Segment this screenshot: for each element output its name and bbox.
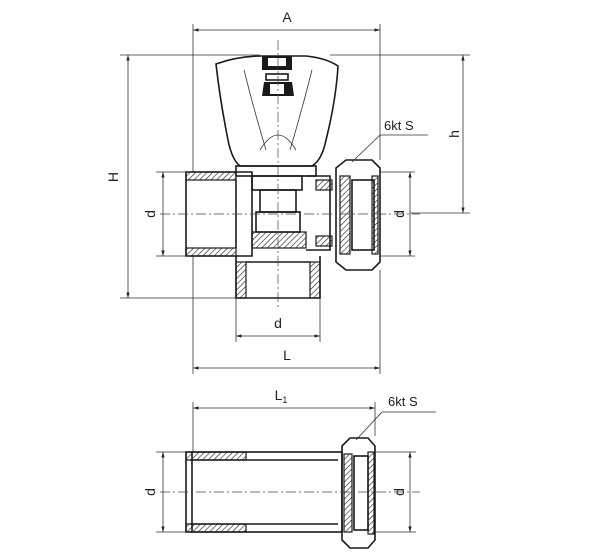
handle-contour [243, 69, 267, 151]
label-A: A [282, 9, 292, 25]
inlet-thread-top [185, 171, 237, 181]
handle-screw [265, 73, 289, 81]
label-L: L [283, 347, 291, 363]
valve-handle [215, 55, 339, 167]
label-wrench-bottom: 6kt S [388, 394, 418, 409]
valve-seat [251, 231, 307, 249]
label-H: H [105, 172, 121, 182]
tailpiece-thread-bottom [185, 523, 247, 533]
label-d-bottom: d [274, 315, 282, 331]
leader-line [355, 411, 383, 441]
handle-contour [289, 69, 313, 151]
bonnet-nut [251, 175, 303, 191]
union-tailpiece-view: L1 6kt S d d [142, 387, 436, 549]
union-nut [335, 159, 381, 271]
union-nut-bore [351, 179, 375, 251]
bottom-thread-right [309, 261, 321, 299]
bottom-thread-left [235, 261, 247, 299]
handle-insert-inset [270, 84, 284, 94]
label-wrench-top: 6kt S [384, 118, 414, 133]
tailpiece-nut-wall [367, 451, 375, 535]
tailpiece-nut-bore [353, 455, 369, 531]
tailpiece-nut-section [343, 453, 353, 533]
outlet-wall-bottom [315, 235, 333, 247]
label-L1: L1 [275, 387, 288, 405]
tailpiece-union-nut [341, 437, 376, 549]
union-nut-wall [371, 175, 379, 255]
label-d-right: d [391, 210, 407, 218]
handle-base [235, 165, 317, 177]
label-d-lower-right: d [391, 488, 407, 496]
label-d-lower-left: d [142, 488, 158, 496]
tailpiece-thread-top [185, 451, 247, 461]
inlet-thread-bottom [185, 247, 237, 257]
label-d-left: d [142, 210, 158, 218]
angle-valve-view: A H h [105, 9, 470, 374]
label-h: h [446, 130, 462, 138]
leader-line [351, 134, 381, 163]
outlet-wall-top [315, 179, 333, 191]
union-nut-section [339, 175, 351, 255]
handle-cap-inset [268, 58, 286, 66]
valve-body-outlet [306, 175, 331, 251]
